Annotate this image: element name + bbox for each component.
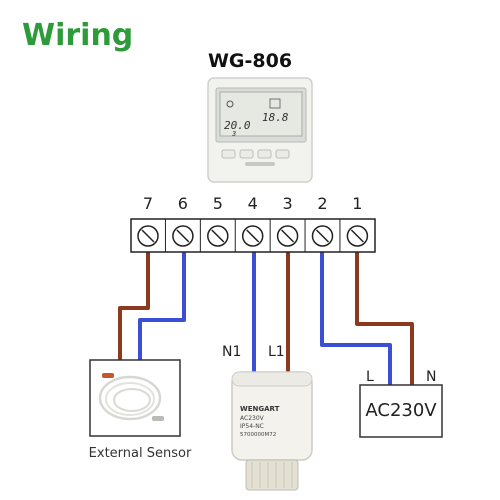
terminal-screw-slot-4 (246, 229, 260, 243)
page-title: Wiring (22, 18, 134, 53)
thermostat-model-label: WG-806 (207, 50, 293, 72)
wire-terminal-1-brown (355, 250, 414, 385)
terminal-screw-slot-5 (211, 229, 225, 243)
wire-terminal-6-blue (138, 250, 186, 360)
power-supply-box (359, 384, 443, 438)
terminal-number-5: 5 (212, 194, 223, 213)
actuator-spec-voltage: AC230V (240, 415, 265, 422)
sensor-box (89, 359, 181, 437)
terminal-screw-slot-1 (350, 229, 364, 243)
lcd-temp-left: 20.0 (224, 119, 251, 132)
terminal-screw-slot-7 (141, 229, 155, 243)
terminal-screw-slot-2 (315, 229, 330, 243)
power-label-n: N (426, 369, 437, 385)
sensor-probe-icon (102, 373, 114, 378)
power-supply-label: AC230V (365, 400, 437, 421)
actuator-spec-code: 5700000M72 (240, 432, 276, 438)
actuator-brand: WENGART (240, 405, 280, 413)
thermostat-button-4[interactable] (275, 149, 290, 159)
thermostat-button-1[interactable] (221, 149, 236, 159)
thermostat-button-3[interactable] (257, 149, 272, 159)
lcd-temp-right: 18.8 (262, 111, 289, 124)
terminal-number-6: 6 (177, 194, 188, 213)
sensor-cable-coil (98, 375, 162, 421)
wires (118, 250, 414, 385)
terminal-number-2: 2 (317, 194, 328, 213)
actuator-spec-ip: IP54-NC (240, 423, 264, 430)
terminal-number-7: 7 (142, 194, 154, 213)
thermostat-device: 20.0 18.8 3 (207, 77, 313, 183)
power-label-l: L (366, 369, 374, 385)
actuator-label-n1: N1 (222, 344, 242, 360)
thermostat-button-2[interactable] (239, 149, 254, 159)
sensor-caption: External Sensor (88, 446, 192, 461)
terminal-block (130, 218, 376, 253)
actuator-label-l1: L1 (268, 344, 285, 360)
wire-terminal-2-blue (320, 250, 392, 385)
terminal-screw-slot-6 (176, 229, 190, 243)
lcd-small-value: 3 (231, 130, 236, 138)
thermostat-slot (245, 162, 275, 166)
terminal-screw-slot-3 (281, 229, 295, 243)
terminal-number-4: 4 (247, 194, 258, 213)
thermal-actuator: WENGART AC230V IP54-NC 5700000M72 (231, 371, 313, 491)
terminal-number-3: 3 (282, 194, 293, 213)
wire-terminal-7-brown (118, 250, 150, 360)
terminal-number-1: 1 (352, 194, 363, 213)
sensor-plug-icon (152, 416, 164, 421)
